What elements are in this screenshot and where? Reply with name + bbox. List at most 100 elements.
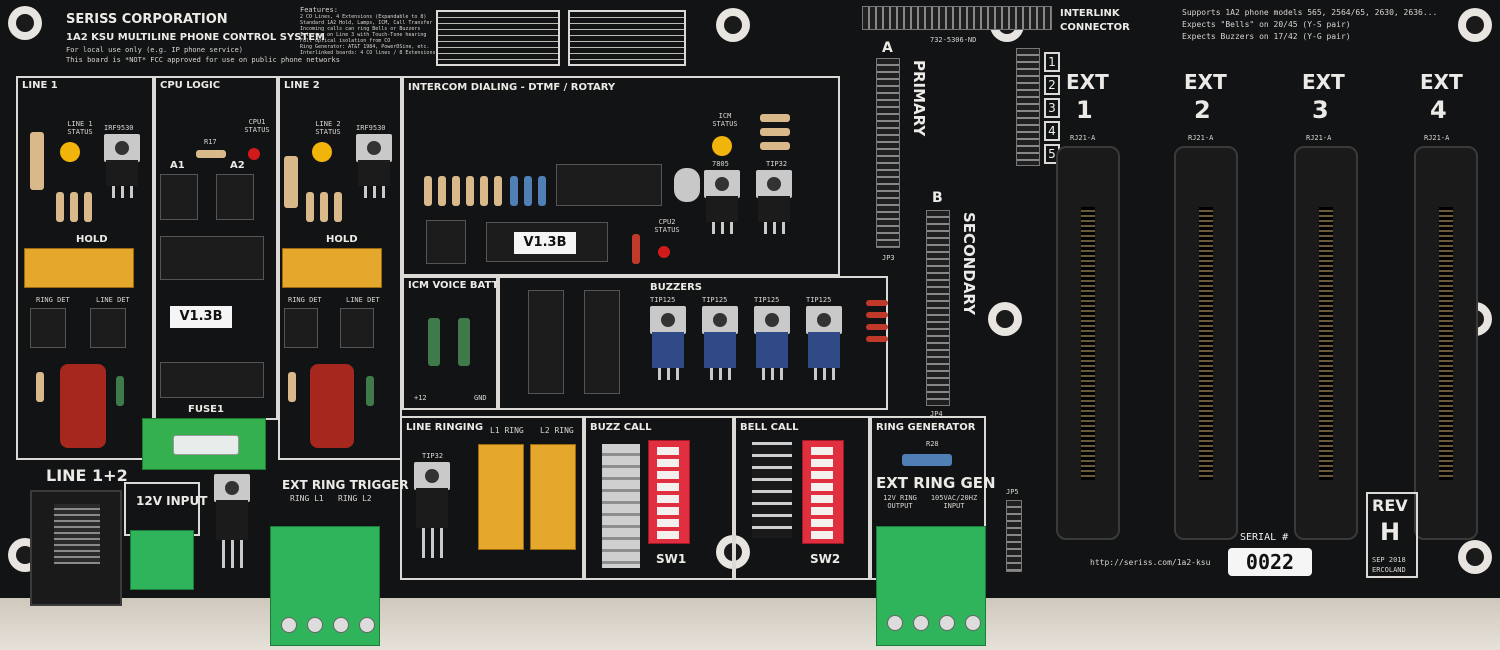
line1-status-label: LINE 1 STATUS [67,120,93,136]
terminal-screw[interactable] [965,615,981,631]
tip32-label: TIP32 [766,160,788,168]
regulator-7805 [704,170,740,234]
jumper-number-4: 4 [1044,121,1060,141]
hold-relay [24,248,134,288]
ic-a2 [216,174,254,220]
fuse-label: FUSE1 [188,404,224,415]
terminal-screw[interactable] [359,617,375,633]
transistor-tip125 [650,306,686,380]
icm-status-led [712,136,732,156]
ext-3-rj21-connector [1294,146,1358,540]
connector-label: CONNECTOR [1060,22,1130,33]
terminal-screw[interactable] [281,617,297,633]
transistor-tip125 [754,306,790,380]
l2-ring-label: L2 RING [540,426,574,435]
tip125-label: TIP125 [806,296,832,304]
serial-label: SERIAL # [1240,532,1289,543]
terminal-screw[interactable] [939,615,955,631]
rev-label: REV [1372,496,1408,515]
ext-ring-gen-terminal[interactable] [876,526,986,646]
ext-ring-gen-title: EXT RING GEN [876,474,996,492]
features-title: Features: [300,6,338,14]
interlink-header [862,6,1052,30]
resistor [288,372,296,402]
interlink-part-number: 732-5306-ND [930,36,977,44]
input-12v-terminal[interactable] [130,530,194,590]
jumper-number-1: 1 [1044,52,1060,72]
resistor [56,192,64,222]
sw1-dip-switch[interactable] [648,440,690,544]
film-capacitor [310,364,354,448]
disclaimer-1: For local use only (e.g. IP phone servic… [66,46,244,54]
resistor-r27 [760,114,790,122]
resistor-r25 [760,142,790,150]
ext-1-part: RJ21-A [1070,134,1096,142]
jp5-label: JP5 [1006,488,1019,496]
r28-label: R28 [926,440,939,448]
secondary-label: SECONDARY [960,212,978,316]
dtmf-decoder-ic [556,164,662,206]
line1-title: LINE 1 [22,80,58,91]
terminal-screw[interactable] [913,615,929,631]
resistor [494,176,502,206]
optocoupler [30,308,66,348]
ext-jumper-header [1016,48,1040,166]
line12-rj-jack[interactable] [30,490,122,606]
tip125-label: TIP125 [702,296,728,304]
resistor-r17 [196,150,226,158]
ext-1-rj21-connector [1056,146,1120,540]
line-ringing-title: LINE RINGING [406,422,484,433]
cpu1-pinout-table [436,10,560,66]
a2-label: A2 [230,160,245,171]
ext-3-number: 3 [1312,96,1329,124]
feature-line: Intercom on Line 3 with Touch-Tone heari… [300,32,427,38]
resistor [510,176,518,206]
resistor [538,176,546,206]
terminal-screw[interactable] [307,617,323,633]
cpu2-pinout-table [568,10,686,66]
r17-label: R17 [204,138,217,146]
l1-ring-label: L1 RING [490,426,524,435]
capacitor [452,176,460,206]
ext-2-number: 2 [1194,96,1211,124]
terminal-screw[interactable] [887,615,903,631]
resistor [70,192,78,222]
transistor-tip125 [806,306,842,380]
input-12v-box [124,482,200,536]
terminal-screw[interactable] [333,617,349,633]
buzzers-section [498,276,888,410]
cpu-logic-title: CPU LOGIC [160,80,221,91]
icm-voice-title: ICM VOICE BATT [408,280,499,291]
crystal [674,168,700,202]
ext-ring-trigger-terminal[interactable] [270,526,380,646]
line12-label: LINE 1+2 [46,466,128,485]
reg-7805-label: 7805 [712,160,729,168]
jp3-label: JP3 [882,254,895,262]
tip125-label: TIP125 [650,296,676,304]
hold-label: HOLD [76,234,108,245]
line2-title: LINE 2 [284,80,320,91]
bell-call-section [734,416,870,580]
resistor [84,192,92,222]
diode-array [752,442,792,538]
gnd-label: GND [474,394,487,402]
ext-2-word: EXT [1184,70,1227,94]
a1-label: A1 [170,160,185,171]
line2-status-led [312,142,332,162]
feature-line: Standard 1A2 Hold, Lamps, ICM, Call Tran… [300,20,433,26]
irf9530-label: IRF9530 [356,124,386,132]
mosfet-irf9530 [356,134,392,198]
resistor [480,176,488,206]
rev-letter: H [1380,518,1401,546]
regulator-q3 [214,474,250,570]
line-ringing-section [400,416,584,580]
jp-a-label: A [882,40,893,56]
mounting-hole [988,302,1022,336]
ring-input-label: 105VAC/20HZ INPUT [930,494,978,510]
ext-3-part: RJ21-A [1306,134,1332,142]
intercom-section [402,76,840,276]
line2-section [278,76,402,460]
sw2-dip-switch[interactable] [802,440,844,544]
cpu2-version-sticker: V1.3B [514,232,576,254]
sw1-label: SW1 [656,552,687,566]
